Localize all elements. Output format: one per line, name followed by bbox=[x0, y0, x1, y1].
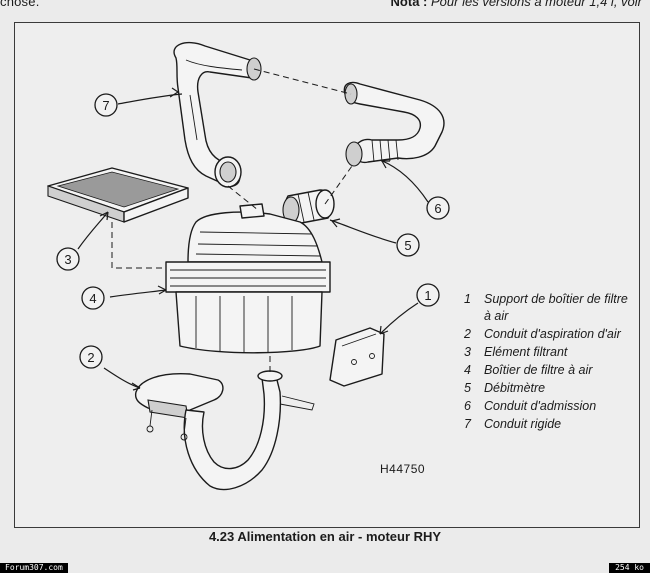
rigid-duct-part bbox=[173, 41, 262, 188]
legend-text: Débitmètre bbox=[484, 381, 546, 395]
legend-number: 3 bbox=[464, 345, 471, 359]
forum-watermark-link[interactable]: Forum307.com bbox=[0, 563, 68, 573]
legend-text: Conduit d'aspiration d'air bbox=[484, 327, 621, 341]
callouts: 1 2 3 4 5 6 7 bbox=[56, 93, 450, 369]
callout-7: 7 bbox=[94, 93, 118, 117]
note-label: Nota : bbox=[390, 0, 428, 9]
svg-text:3: 3 bbox=[64, 252, 71, 267]
air-filter-box-part bbox=[165, 203, 331, 354]
legend-text: Elément filtrant bbox=[484, 345, 568, 359]
legend-number: 6 bbox=[464, 399, 471, 413]
legend-item: 1 Support de boîtier de filtre à air bbox=[462, 291, 638, 325]
intake-duct-part bbox=[343, 81, 445, 167]
legend-item: 6 Conduit d'admission bbox=[462, 398, 638, 415]
legend-number: 5 bbox=[464, 381, 471, 395]
top-text-fragment: cnose. bbox=[0, 0, 40, 9]
legend-number: 7 bbox=[464, 417, 471, 431]
svg-text:5: 5 bbox=[404, 238, 411, 253]
svg-text:1: 1 bbox=[424, 288, 431, 303]
callout-5: 5 bbox=[396, 233, 420, 257]
figure-caption: 4.23 Alimentation en air - moteur RHY bbox=[208, 529, 442, 544]
legend-text: Conduit d'admission bbox=[484, 399, 597, 413]
svg-text:4: 4 bbox=[89, 291, 96, 306]
figure-reference-code: H44750 bbox=[380, 462, 426, 476]
filter-element-part bbox=[47, 167, 189, 223]
leader-lines bbox=[77, 87, 429, 391]
legend-item: 2 Conduit d'aspiration d'air bbox=[462, 326, 638, 343]
callout-1: 1 bbox=[416, 283, 440, 307]
file-size-label: 254 ko bbox=[609, 563, 650, 573]
callout-2: 2 bbox=[79, 345, 103, 369]
svg-text:2: 2 bbox=[87, 350, 94, 365]
legend-item: 5 Débitmètre bbox=[462, 380, 638, 397]
assembly-lines bbox=[111, 68, 353, 372]
legend-item: 4 Boîtier de filtre à air bbox=[462, 362, 638, 379]
air-suction-duct-part bbox=[134, 370, 315, 491]
legend-item: 3 Elément filtrant bbox=[462, 344, 638, 361]
svg-text:7: 7 bbox=[102, 98, 109, 113]
legend-number: 4 bbox=[464, 363, 471, 377]
legend-text: Conduit rigide bbox=[484, 417, 562, 431]
legend-text: Support de boîtier de filtre à air bbox=[484, 292, 628, 323]
svg-text:6: 6 bbox=[434, 201, 441, 216]
callout-4: 4 bbox=[81, 286, 105, 310]
filter-support-part bbox=[329, 327, 385, 387]
legend-number: 2 bbox=[464, 327, 471, 341]
parts-legend: 1 Support de boîtier de filtre à air 2 C… bbox=[462, 291, 638, 434]
legend-item: 7 Conduit rigide bbox=[462, 416, 638, 433]
callout-3: 3 bbox=[56, 247, 80, 271]
top-note: Nota : Pour les versions à moteur 1,4 l,… bbox=[391, 0, 642, 9]
legend-text: Boîtier de filtre à air bbox=[484, 363, 593, 377]
note-text: Pour les versions à moteur 1,4 l, voir bbox=[431, 0, 642, 9]
callout-6: 6 bbox=[426, 196, 450, 220]
legend-number: 1 bbox=[464, 292, 471, 306]
